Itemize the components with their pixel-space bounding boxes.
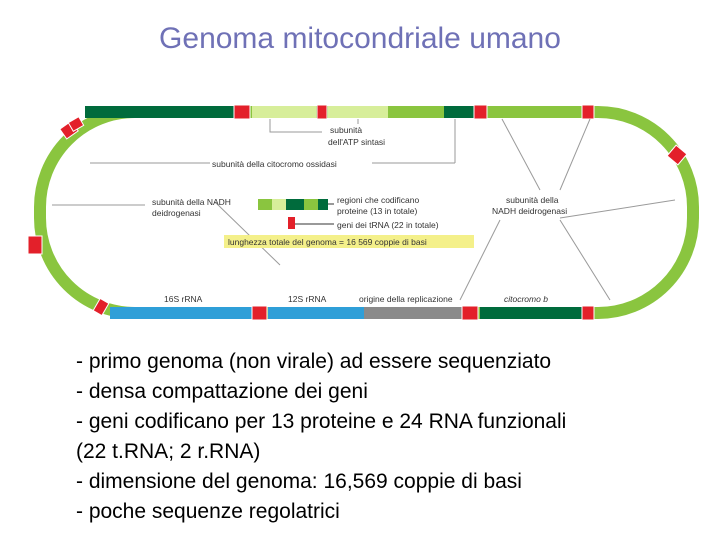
nadh-left-leader-2 xyxy=(214,201,281,266)
cytb-label: citocromo b xyxy=(504,294,548,304)
nadh-right-leader-5 xyxy=(559,199,676,219)
legend-protein: regioni che codificano proteine (13 in t… xyxy=(258,195,422,216)
leader-lines xyxy=(52,118,676,301)
bullet-item: - primo genoma (non virale) ad essere se… xyxy=(76,350,552,373)
mitochondrial-genome-diagram: subunità dell'ATP sintasi subunità della… xyxy=(27,104,699,321)
nadh-left-label: subunità della NADH deidrogenasi xyxy=(152,197,233,218)
atp-label: subunità dell'ATP sintasi xyxy=(328,125,385,147)
bullet-list: - primo genoma (non virale) ad essere se… xyxy=(76,347,696,527)
page-title: Genoma mitocondriale umano xyxy=(159,22,561,55)
origin-label: origine della replicazione xyxy=(359,294,453,304)
nadh-right-leader-1 xyxy=(501,118,541,191)
ring-segment-12s-rrna xyxy=(268,307,364,319)
legend-protein-swatch xyxy=(258,199,272,210)
total-length-label: lunghezza totale del genoma = 16 569 cop… xyxy=(228,237,427,247)
nadh-right-leader-4 xyxy=(559,219,611,301)
trna-marker xyxy=(233,104,251,120)
rrna12-label: 12S rRNA xyxy=(288,294,327,304)
legend-protein-swatch xyxy=(286,199,304,210)
rrna16-label: 16S rRNA xyxy=(164,294,203,304)
ring-segment-atp-light-2 xyxy=(328,106,388,118)
nadh-right-leader-2 xyxy=(559,118,591,191)
trna-marker xyxy=(581,305,595,321)
trna-marker xyxy=(67,115,85,133)
legend-protein-swatch xyxy=(304,199,318,210)
ring-segment-top-right xyxy=(488,106,583,118)
ring-segment-atp-light xyxy=(252,106,316,118)
trna-marker xyxy=(473,104,488,120)
bullet-item: - geni codificano per 13 proteine e 24 R… xyxy=(76,410,567,433)
ring-segment-16s-rrna xyxy=(110,307,252,319)
nadh-right-leader-3 xyxy=(459,219,501,301)
cytox-label: subunità della citocromo ossidasi xyxy=(212,159,337,169)
ring-segment-cytb xyxy=(480,307,582,319)
bullet-item: - densa compattazione dei geni xyxy=(76,380,368,403)
trna-marker xyxy=(27,235,43,255)
atp-leader xyxy=(269,119,322,133)
trna-marker xyxy=(581,104,595,120)
trna-marker xyxy=(666,144,688,166)
ring-segment-nadh-top xyxy=(85,106,235,118)
total-length-highlight xyxy=(224,235,474,248)
bullet-item: (22 t.RNA; 2 r.RNA) xyxy=(76,440,261,463)
bullet-item: - poche sequenze regolatrici xyxy=(76,500,340,523)
legend-trna: geni dei tRNA (22 in totale) xyxy=(288,217,439,230)
legend-protein-swatch xyxy=(318,199,328,210)
legend-protein-swatch xyxy=(272,199,286,210)
nadh-right-label: subunità della NADH deidrogenasi xyxy=(492,195,567,216)
legend-trna-swatch xyxy=(288,217,295,229)
bullet-item: - dimensione del genoma: 16,569 coppie d… xyxy=(76,470,522,493)
ring-segment-origin xyxy=(364,307,462,319)
trna-marker xyxy=(251,305,268,321)
trna-markers xyxy=(27,104,688,321)
trna-marker xyxy=(92,297,110,317)
trna-marker xyxy=(461,305,479,321)
trna-marker xyxy=(316,104,328,120)
svg-text:regioni che codificano p: regioni che codificano proteine (13 in t… xyxy=(337,195,422,216)
svg-text:geni dei tRNA (22 in totale): geni dei tRNA (22 in totale) xyxy=(337,220,439,230)
ring-segment-cytox-dark xyxy=(444,106,474,118)
